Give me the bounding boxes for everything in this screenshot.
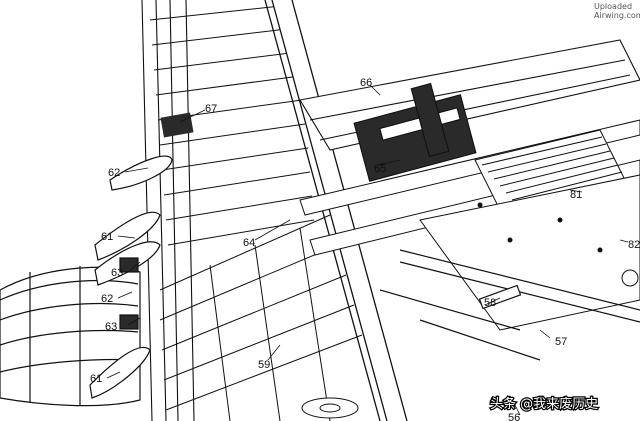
main-spar <box>264 0 408 421</box>
credit-overlay: 头条 @我来废历史 <box>489 395 600 414</box>
callout-56: 56 <box>508 412 520 421</box>
callout-82: 82 <box>628 239 640 251</box>
callout-62-upper: 62 <box>108 167 120 179</box>
wing-leading-edge <box>141 0 195 421</box>
watermark-line-1: Uploaded <box>594 2 632 11</box>
callout-66: 66 <box>360 77 372 89</box>
watermark-line-2: Airwing.com <box>594 11 640 20</box>
callout-61-upper: 61 <box>101 231 113 243</box>
callout-labels: 67 66 65 62 61 63 62 63 61 64 59 58 57 5… <box>90 77 640 421</box>
callout-81: 81 <box>570 189 582 201</box>
callout-63-lower: 63 <box>105 321 117 333</box>
callout-61-lower: 61 <box>90 373 102 385</box>
credit-text: 头条 @我来废历史 <box>490 396 598 412</box>
callout-67: 67 <box>205 103 217 115</box>
watermark: Uploaded Airwing.com <box>594 2 640 20</box>
flap-hinges <box>89 155 173 399</box>
gun-bay <box>299 39 640 182</box>
callout-64: 64 <box>243 237 255 249</box>
engine-nacelle <box>0 266 141 407</box>
callout-58: 58 <box>484 297 496 309</box>
access-hatch <box>301 397 359 419</box>
callout-63-upper: 63 <box>111 267 123 279</box>
callout-62-lower: 62 <box>101 293 113 305</box>
callout-65: 65 <box>374 163 386 175</box>
lower-panel <box>419 174 640 331</box>
leader-lines <box>106 84 629 416</box>
callout-57: 57 <box>555 336 567 348</box>
fitting-67 <box>160 112 194 138</box>
wing-ribs <box>149 4 315 246</box>
lower-wing-panel <box>159 214 363 421</box>
callout-59: 59 <box>258 359 270 371</box>
